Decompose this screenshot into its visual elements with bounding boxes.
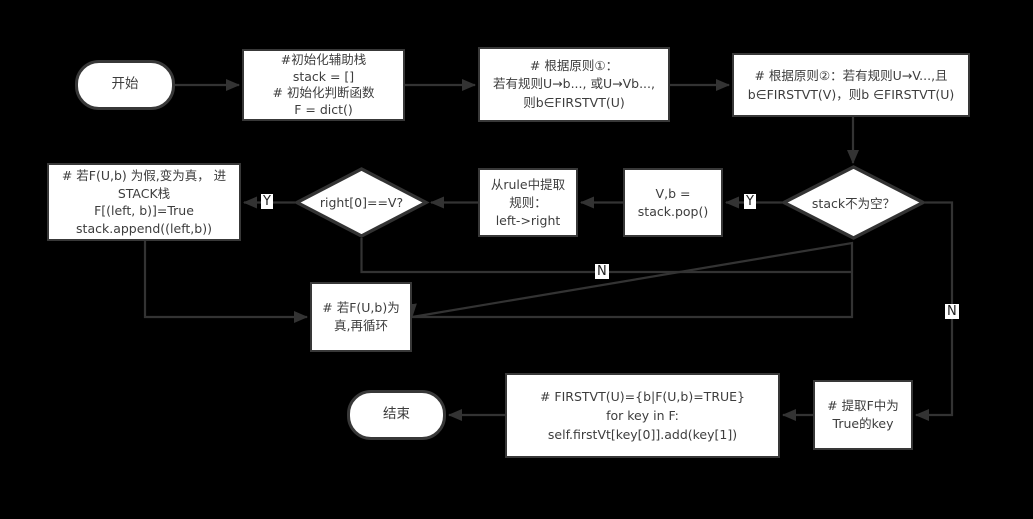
stack-not-empty-diamond (780, 165, 927, 240)
rule1-line: 则b∈FIRSTVT(U) (523, 94, 625, 110)
firstvt-line: self.firstVt[key[0]].add(key[1]) (547, 427, 738, 442)
rule2-box: # 根据原则②：若有规则U→V...,且 b∈FIRSTVT(V)，则b ∈FI… (732, 53, 970, 117)
right-check-text: right[0]==V? (319, 195, 404, 210)
init-stack-box: #初始化辅助栈 stack = [] # 初始化判断函数 F = dict() (242, 49, 405, 121)
edge-set-true-to-loop (143, 241, 308, 323)
start-node: 开始 (75, 60, 175, 110)
stack-yes-label: Y (744, 194, 756, 209)
extract-key-box: # 提取F中为 True的key (813, 380, 913, 450)
pop-line: V,b = (655, 185, 691, 201)
set-true-line: STACK栈 (117, 185, 171, 201)
end-label: 结束 (383, 406, 410, 423)
firstvt-line: for key in F: (606, 408, 679, 423)
right-no-label: N (595, 264, 609, 279)
rule1-box: # 根据原则①： 若有规则U→b..., 或U→Vb..., 则b∈FIRSTV… (478, 47, 670, 122)
rule2-line: b∈FIRSTVT(V)，则b ∈FIRSTVT(U) (747, 87, 955, 102)
init-line: # 初始化判断函数 (272, 85, 375, 100)
extract-rule-line: left->right (495, 212, 561, 228)
right-check-label: right[0]==V? (295, 167, 428, 238)
set-true-line: F[(left, b)]=True (94, 203, 194, 218)
right-check-diamond (293, 167, 430, 238)
rule1-line: 若有规则U→b..., 或U→Vb..., (493, 76, 655, 92)
firstvt-box: # FIRSTVT(U)={b|F(U,b)=TRUE} for key in … (505, 373, 780, 458)
right-yes-label: Y (261, 194, 273, 209)
edge-loop-back-to-stack (412, 241, 854, 317)
rule2-line: # 根据原则②：若有规则U→V...,且 (754, 68, 948, 83)
init-line: stack = [] (292, 68, 355, 84)
extract-rule-line: 规则： (509, 194, 547, 210)
set-true-line: stack.append((left,b)) (76, 220, 212, 236)
loop-line: # 若F(U,b)为 (322, 300, 400, 315)
init-line: F = dict() (294, 101, 353, 117)
set-true-line: # 若F(U,b) 为假,变为真， 进 (61, 168, 227, 183)
pop-line: stack.pop() (637, 203, 709, 219)
stack-no-label: N (945, 304, 959, 319)
set-true-box: # 若F(U,b) 为假,变为真， 进 STACK栈 F[(left, b)]=… (47, 163, 241, 241)
init-line: #初始化辅助栈 (280, 52, 367, 67)
extract-key-line: True的key (832, 416, 894, 431)
edge-right-no-line (360, 238, 852, 274)
stack-not-empty-label: stack不为空？ (782, 165, 925, 240)
end-node: 结束 (347, 390, 446, 440)
start-label: 开始 (111, 76, 139, 93)
firstvt-line: # FIRSTVT(U)={b|F(U,b)=TRUE} (539, 389, 746, 404)
extract-key-line: # 提取F中为 (827, 398, 899, 413)
rule1-line: # 根据原则①： (529, 57, 619, 73)
extract-rule-box: 从rule中提取 规则： left->right (478, 168, 578, 237)
stack-not-empty-text: stack不为空？ (811, 196, 896, 211)
extract-rule-line: 从rule中提取 (490, 176, 566, 192)
loop-line: 真,再循环 (334, 318, 388, 333)
loop-again-box: # 若F(U,b)为 真,再循环 (310, 282, 412, 352)
stack-pop-box: V,b = stack.pop() (623, 168, 723, 237)
